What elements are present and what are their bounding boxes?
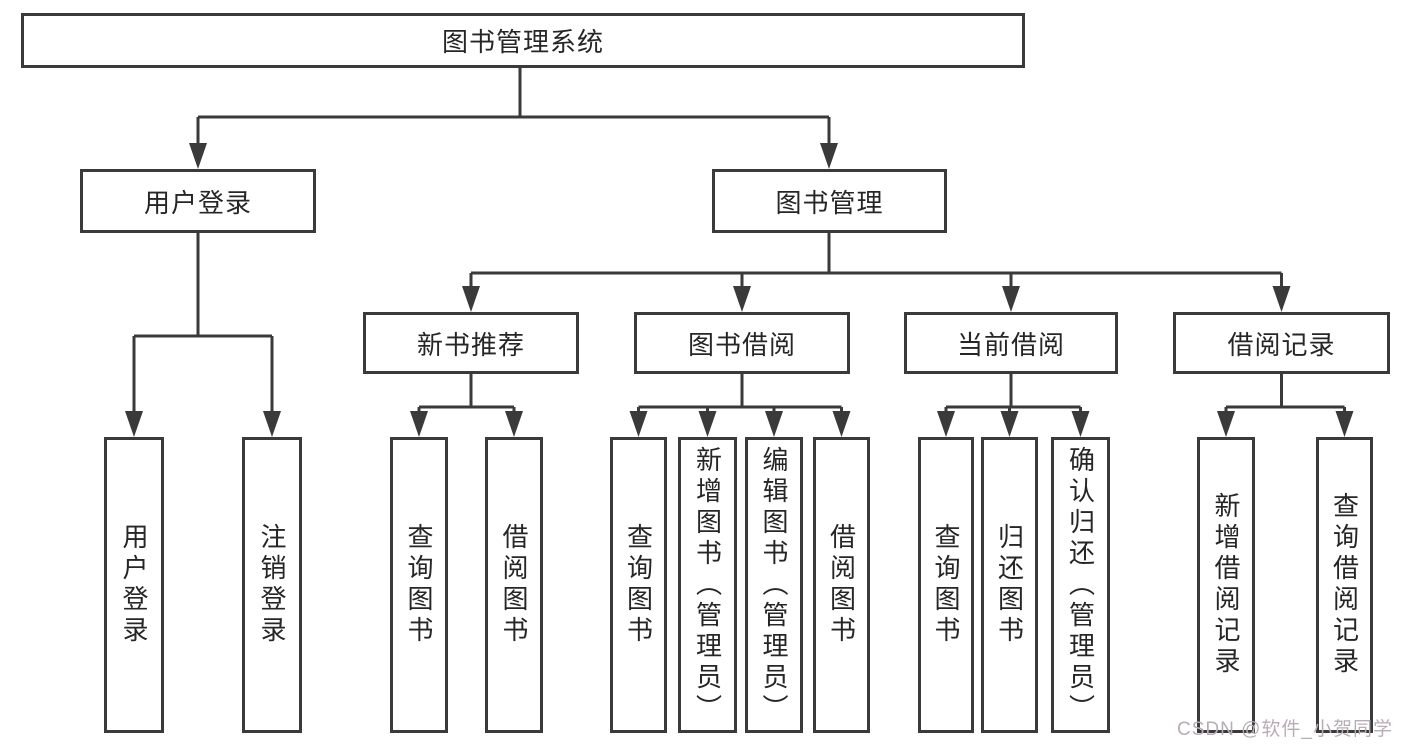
node-new-book-recommend-label: 新书推荐: [416, 329, 525, 360]
node-current-borrow: 当前借阅: [904, 312, 1118, 374]
arrowhead-icon: [189, 143, 207, 169]
node-book-borrow-label: 图书借阅: [687, 329, 796, 360]
node-book-management: 图书管理: [712, 169, 947, 233]
leaf-bb-add-book-label: 新增图书（管理员）: [692, 445, 723, 725]
arrowhead-icon: [1217, 411, 1235, 437]
arrowhead-icon: [462, 286, 480, 312]
arrowhead-icon: [629, 411, 648, 437]
arrowhead-icon: [505, 411, 523, 437]
node-borrow-record: 借阅记录: [1173, 312, 1390, 374]
arrowhead-icon: [410, 411, 428, 437]
node-current-borrow-label: 当前借阅: [956, 329, 1065, 360]
leaf-bb-query-book-label: 查询图书: [623, 523, 654, 647]
arrowhead-icon: [937, 411, 955, 437]
leaf-logout: 注销登录: [242, 437, 302, 733]
leaf-bb-edit-book-label: 编辑图书（管理员）: [759, 445, 789, 725]
arrowhead-icon: [1071, 411, 1090, 437]
leaf-logout-label: 注销登录: [257, 523, 287, 647]
leaf-nbr-borrow-book-label: 借阅图书: [499, 523, 529, 647]
node-book-borrow: 图书借阅: [634, 312, 850, 374]
leaf-cb-query-book-label: 查询图书: [931, 523, 961, 647]
leaf-br-query-record: 查询借阅记录: [1316, 437, 1373, 733]
node-new-book-recommend: 新书推荐: [363, 312, 579, 374]
leaf-cb-confirm-return: 确认归还（管理员）: [1051, 437, 1110, 733]
arrowhead-icon: [125, 411, 143, 437]
leaf-nbr-query-book: 查询图书: [390, 437, 448, 733]
leaf-bb-edit-book: 编辑图书（管理员）: [745, 437, 803, 733]
node-user-login-label: 用户登录: [143, 187, 252, 218]
leaf-cb-query-book: 查询图书: [918, 437, 974, 733]
node-user-login: 用户登录: [80, 169, 316, 233]
leaf-bb-borrow-book: 借阅图书: [813, 437, 870, 733]
arrowhead-icon: [698, 411, 717, 437]
arrowhead-icon: [1002, 286, 1020, 312]
leaf-bb-add-book: 新增图书（管理员）: [678, 437, 737, 733]
arrowhead-icon: [1000, 411, 1019, 437]
leaf-nbr-borrow-book: 借阅图书: [485, 437, 543, 733]
node-root-label: 图书管理系统: [441, 27, 604, 57]
leaf-cb-return-book-label: 归还图书: [994, 523, 1025, 647]
leaf-cb-return-book: 归还图书: [981, 437, 1038, 733]
leaf-nbr-query-book-label: 查询图书: [404, 523, 434, 647]
arrowhead-icon: [263, 411, 281, 437]
leaf-user-login-label: 用户登录: [119, 523, 149, 647]
csdn-watermark: CSDN @软件_小贺同学: [1177, 719, 1393, 740]
arrowhead-icon: [733, 286, 751, 312]
node-borrow-record-label: 借阅记录: [1227, 329, 1336, 360]
node-book-management-label: 图书管理: [775, 187, 884, 218]
arrowhead-icon: [820, 143, 838, 169]
arrowhead-icon: [832, 411, 851, 437]
leaf-br-query-record-label: 查询借阅记录: [1329, 492, 1360, 678]
leaf-br-add-record: 新增借阅记录: [1197, 437, 1255, 733]
node-root: 图书管理系统: [21, 13, 1025, 68]
arrowhead-icon: [1335, 411, 1354, 437]
arrowhead-icon: [1272, 286, 1291, 312]
leaf-cb-confirm-return-label: 确认归还（管理员）: [1065, 445, 1096, 725]
leaf-user-login: 用户登录: [104, 437, 164, 733]
arrowhead-icon: [765, 411, 783, 437]
leaf-bb-query-book: 查询图书: [610, 437, 667, 733]
leaf-bb-borrow-book-label: 借阅图书: [826, 523, 857, 647]
leaf-br-add-record-label: 新增借阅记录: [1211, 492, 1241, 678]
